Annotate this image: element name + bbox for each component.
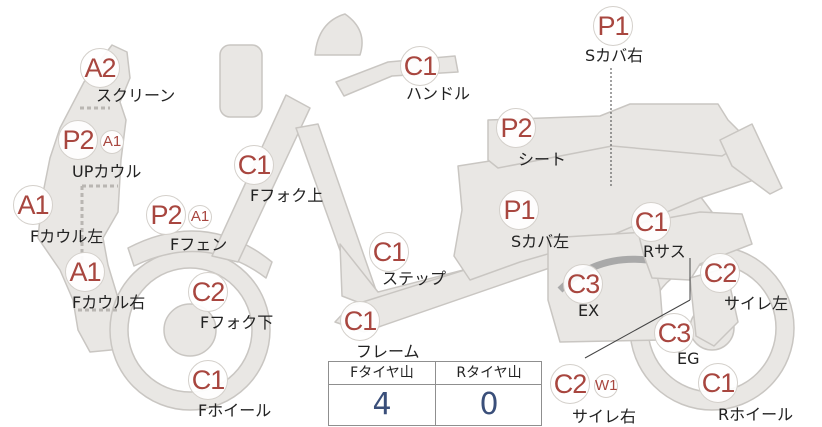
tail-shape <box>719 123 783 195</box>
label-f-fork-lower: Fフォク下 <box>200 313 274 332</box>
label-eg: EG <box>677 349 700 368</box>
label-step: ステップ <box>382 269 447 288</box>
grade-badge-r-wheel: C1 <box>698 363 738 403</box>
grade-badge-muffler-left: C2 <box>700 253 740 293</box>
label-r-sus: Rサス <box>643 242 686 261</box>
rear-tire-header: Rタイヤ山 <box>436 362 542 385</box>
rear-tire-value: 0 <box>479 387 499 422</box>
grade-badge-muffler-right: C2 <box>550 364 590 404</box>
sub-badge-muffler-right: W1 <box>594 374 618 398</box>
grade-badge-r-sus: C1 <box>631 202 671 242</box>
label-f-cowl-right: Fカウル右 <box>72 293 146 312</box>
grade-badge-screen: A2 <box>80 48 120 88</box>
label-ex: EX <box>578 301 600 320</box>
grade-badge-eg: C3 <box>654 313 694 353</box>
label-f-cowl-left: Fカウル左 <box>30 227 104 246</box>
grade-badge-f-fender: P2 <box>146 195 186 235</box>
grade-badge-handle: C1 <box>400 46 440 86</box>
mirror-shape <box>314 13 363 56</box>
tire-tread-table: Fタイヤ山 Rタイヤ山 4 0 <box>328 361 542 426</box>
grade-badge-s-cover-left: P1 <box>499 190 539 230</box>
sub-badge-f-fender: A1 <box>188 205 212 229</box>
grade-badge-frame: C1 <box>340 301 380 341</box>
label-s-cover-left: Sカバ左 <box>511 232 570 251</box>
label-r-wheel: Rホイール <box>718 405 794 424</box>
grade-badge-f-fork-lower: C2 <box>188 272 228 312</box>
front-tire-value: 4 <box>372 387 392 422</box>
grade-badge-ex: C3 <box>563 264 603 304</box>
grade-badge-step: C1 <box>369 232 409 272</box>
label-muffler-left: サイレ左 <box>724 294 789 313</box>
grade-badge-f-wheel: C1 <box>188 360 228 400</box>
front-tire-header: Fタイヤ山 <box>329 362 435 385</box>
label-up-cowl: UPカウル <box>72 162 142 181</box>
label-handle: ハンドル <box>406 84 471 103</box>
headlight-shape <box>219 44 263 118</box>
table-divider <box>435 362 436 425</box>
label-screen: スクリーン <box>96 86 176 105</box>
grade-badge-f-fork-upper: C1 <box>234 145 274 185</box>
label-f-fender: Fフェン <box>170 235 228 254</box>
label-frame: フレーム <box>356 342 420 361</box>
grade-badge-f-cowl-left: A1 <box>13 185 53 225</box>
grade-badge-s-cover-right: P1 <box>593 6 633 46</box>
label-muffler-right: サイレ右 <box>572 407 637 426</box>
sub-badge-up-cowl: A1 <box>100 130 124 154</box>
label-seat: シート <box>518 150 567 169</box>
grade-badge-f-cowl-right: A1 <box>65 252 105 292</box>
grade-badge-seat: P2 <box>496 108 536 148</box>
grade-badge-up-cowl: P2 <box>58 120 98 160</box>
label-f-fork-upper: Fフォク上 <box>250 186 324 205</box>
label-s-cover-right: Sカバ右 <box>585 46 644 65</box>
label-f-wheel: Fホイール <box>198 401 272 420</box>
